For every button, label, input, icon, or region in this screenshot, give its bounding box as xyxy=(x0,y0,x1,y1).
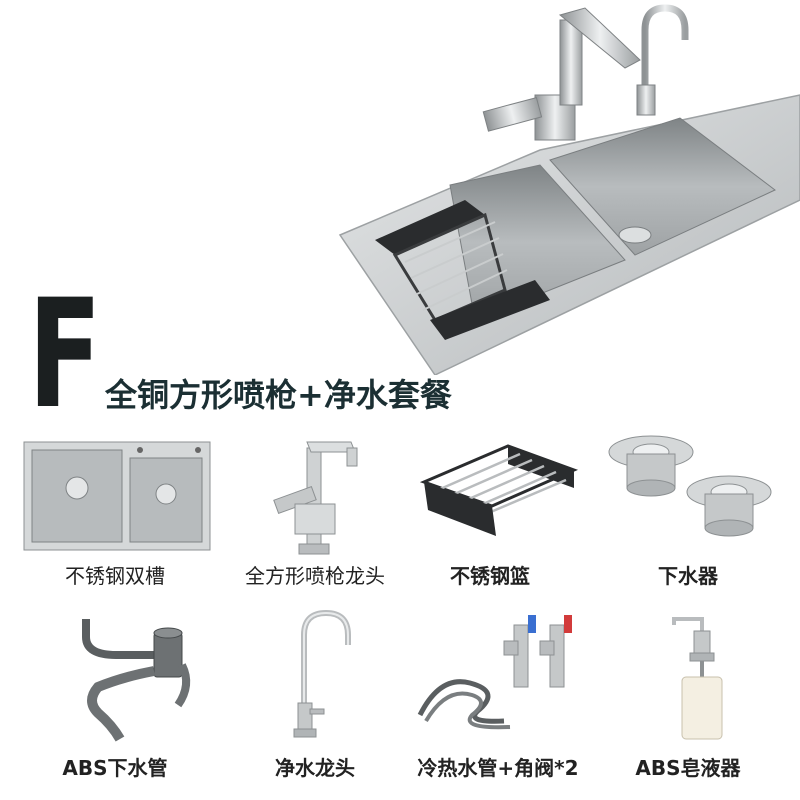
item-drain-strainer xyxy=(598,430,783,548)
square-faucet-image xyxy=(272,441,357,555)
item-label-filter-faucet: 净水龙头 xyxy=(275,756,355,780)
abs-drain-pipe-image xyxy=(81,619,190,742)
package-title: 全铜方形喷枪+净水套餐 xyxy=(105,376,452,414)
item-label-drain-strainer: 下水器 xyxy=(658,564,718,588)
item-double-sink xyxy=(22,440,211,552)
item-label-double-sink: 不锈钢双槽 xyxy=(65,564,165,588)
hero-sink-image xyxy=(338,4,800,375)
item-label-square-faucet: 全方形喷枪龙头 xyxy=(245,564,385,588)
filter-faucet-image xyxy=(293,609,351,738)
item-abs-drain-pipe xyxy=(40,605,225,745)
item-label-soap-dispenser: ABS皂液器 xyxy=(635,756,741,780)
item-filter-faucet xyxy=(222,605,407,745)
item-label-abs-drain-pipe: ABS下水管 xyxy=(62,756,168,780)
item-label-steel-basket: 不锈钢篮 xyxy=(450,564,530,588)
soap-dispenser-image xyxy=(671,617,722,740)
drain-strainer-image xyxy=(608,435,771,537)
double-sink-image xyxy=(23,441,211,551)
hoses-angle-valves-image xyxy=(417,615,572,730)
item-soap-dispenser xyxy=(598,605,783,745)
item-label-hoses-angle-valves: 冷热水管+角阀*2 xyxy=(417,756,579,780)
item-hoses-angle-valves xyxy=(405,605,590,735)
steel-basket-image xyxy=(419,444,578,536)
package-letter: F xyxy=(28,268,102,442)
item-steel-basket xyxy=(408,440,593,540)
item-square-faucet xyxy=(222,438,407,560)
